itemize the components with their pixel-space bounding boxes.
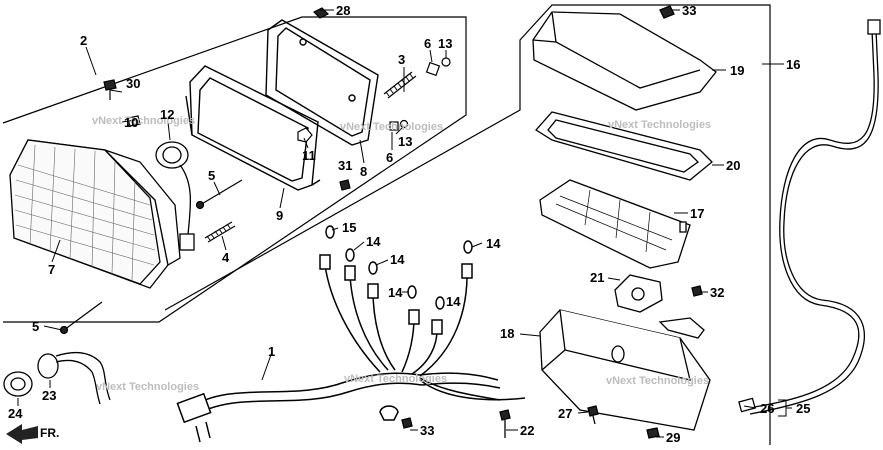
watermark-text: vNext Technologies: [608, 119, 711, 131]
callout-22: 22: [520, 423, 534, 438]
callout-26: 26: [760, 401, 774, 416]
callout-19: 19: [730, 63, 744, 78]
front-direction-arrow: [6, 424, 38, 444]
wire-harness: [176, 225, 526, 443]
callout-14-a: 14: [366, 234, 381, 249]
headlight-group-box: [2, 16, 467, 323]
callout-5-upper: 5: [208, 168, 215, 183]
callout-6-lower: 6: [386, 150, 393, 165]
speedometer-cable: [738, 19, 881, 415]
callout-29: 29: [666, 430, 680, 445]
callout-9: 9: [276, 208, 283, 223]
callout-5-lower: 5: [32, 319, 39, 334]
callout-27: 27: [558, 406, 572, 421]
meter-assembly: [401, 5, 717, 439]
callout-12: 12: [160, 107, 174, 122]
callout-7: 7: [48, 262, 55, 277]
callout-13-lower: 13: [398, 134, 412, 149]
socket-grommet: [3, 351, 111, 405]
leader-lines: [17, 9, 792, 438]
harness-group-box: [164, 4, 771, 445]
callout-labels: 1 2 3 4 5 5 6 6 7 8 9 10 11 12 13 13 14 …: [8, 3, 810, 445]
callout-30: 30: [126, 76, 140, 91]
hardware: [59, 7, 451, 335]
callout-8: 8: [360, 164, 367, 179]
callout-3: 3: [398, 52, 405, 67]
callout-23: 23: [42, 388, 56, 403]
headlight-rim: [185, 65, 321, 191]
watermark-text: vNext Technologies: [96, 381, 199, 393]
callout-14-c: 14: [388, 285, 403, 300]
group-boxes: [2, 4, 771, 445]
callout-10: 10: [124, 115, 138, 130]
watermark-text: vNext Technologies: [606, 375, 709, 387]
callout-31: 31: [338, 158, 352, 173]
callout-28: 28: [336, 3, 350, 18]
callout-2: 2: [80, 33, 87, 48]
callout-33-upper: 33: [682, 3, 696, 18]
callout-14-e: 14: [486, 236, 501, 251]
callout-16: 16: [786, 57, 800, 72]
callout-4: 4: [222, 250, 230, 265]
watermarks: vNext Technologies vNext Technologies vN…: [92, 115, 711, 393]
callout-14-b: 14: [390, 252, 405, 267]
callout-1: 1: [268, 344, 275, 359]
callout-24: 24: [8, 406, 23, 421]
callout-21: 21: [590, 270, 604, 285]
front-direction-label: FR.: [40, 426, 59, 440]
callout-14-d: 14: [446, 294, 461, 309]
callout-33-lower: 33: [420, 423, 434, 438]
callout-17: 17: [690, 206, 704, 221]
callout-18: 18: [500, 326, 514, 341]
callout-20: 20: [726, 158, 740, 173]
headlight-unit: [9, 139, 181, 289]
watermark-text: vNext Technologies: [344, 373, 447, 385]
bulb-socket: [155, 141, 195, 251]
callout-13-upper: 13: [438, 36, 452, 51]
callout-11: 11: [302, 148, 316, 163]
watermark-text: vNext Technologies: [92, 115, 195, 127]
callout-6-upper: 6: [424, 36, 431, 51]
callout-15: 15: [342, 220, 356, 235]
watermark-text: vNext Technologies: [340, 121, 443, 133]
headlight-case: [265, 19, 379, 146]
callout-25: 25: [796, 401, 810, 416]
callout-32: 32: [710, 285, 724, 300]
